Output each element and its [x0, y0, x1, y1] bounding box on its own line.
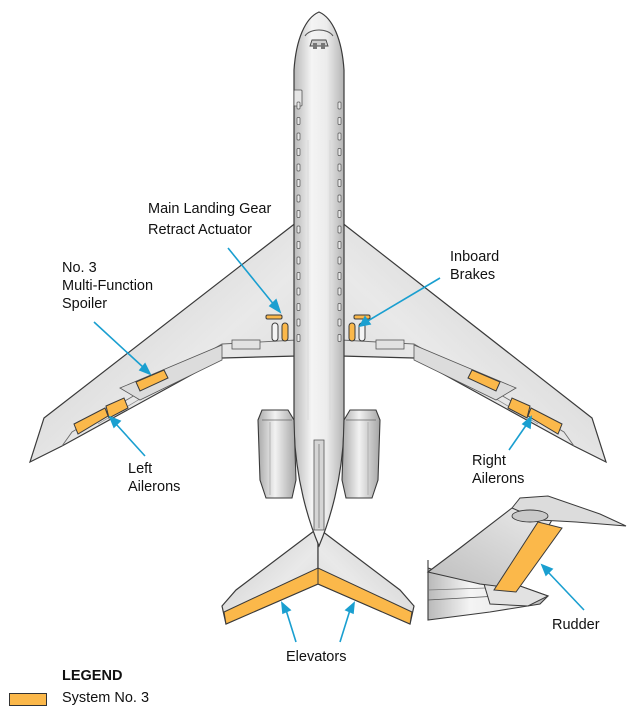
left-engine: [258, 410, 296, 498]
left-brake-inboard: [282, 323, 288, 341]
fuselage-window: [338, 257, 341, 264]
fuselage-window: [297, 304, 300, 311]
right-engine: [342, 410, 380, 498]
right-brake-inboard: [349, 323, 355, 341]
fuselage-window: [297, 335, 300, 342]
fuselage-window: [338, 133, 341, 140]
label-multi-function-spoiler: No. 3 Multi-Function Spoiler: [62, 259, 153, 313]
fuselage-window: [338, 102, 341, 109]
fuselage-window: [338, 319, 341, 326]
label-line: No. 3: [62, 259, 153, 277]
label-line: Right: [472, 452, 524, 470]
fuselage-window: [297, 102, 300, 109]
label-inboard-brakes: Inboard Brakes: [450, 248, 499, 284]
fuselage-window: [338, 211, 341, 218]
label-line: Rudder: [552, 616, 600, 634]
fuselage-window: [297, 288, 300, 295]
fuselage-window: [338, 304, 341, 311]
fuselage-window: [338, 180, 341, 187]
legend-title: LEGEND: [62, 668, 122, 684]
label-line: Inboard: [450, 248, 499, 266]
label-line: Elevators: [286, 648, 346, 666]
label-right-ailerons: Right Ailerons: [472, 452, 524, 488]
left-wing: [30, 222, 297, 462]
fuselage-window: [338, 195, 341, 202]
fuselage-window: [338, 164, 341, 171]
fuselage-window: [338, 273, 341, 280]
fuselage-window: [297, 133, 300, 140]
tail-inset: [428, 496, 626, 620]
label-line: Brakes: [450, 266, 499, 284]
fuselage-window: [297, 149, 300, 156]
label-line: Spoiler: [62, 295, 153, 313]
fuselage-window: [338, 226, 341, 233]
left-gear-actuator: [266, 315, 282, 319]
fuselage-window: [297, 273, 300, 280]
fuselage-window: [338, 288, 341, 295]
label-elevators: Elevators: [286, 648, 346, 666]
label-line: Multi-Function: [62, 277, 153, 295]
fuselage-window: [297, 118, 300, 125]
fuselage-window: [338, 118, 341, 125]
legend-swatch-system-3: [9, 693, 47, 706]
fuselage-window: [297, 319, 300, 326]
right-gear-actuator: [354, 315, 370, 319]
label-line: Ailerons: [472, 470, 524, 488]
fuselage-window: [338, 149, 341, 156]
fuselage-window: [297, 242, 300, 249]
fuselage-window: [297, 164, 300, 171]
label-left-ailerons: Left Ailerons: [128, 460, 180, 496]
label-line: Retract Actuator: [148, 221, 271, 239]
label-main-landing-gear-actuator: Main Landing Gear Retract Actuator: [148, 200, 271, 239]
fuselage: [294, 12, 344, 546]
label-line: Ailerons: [128, 478, 180, 496]
fuselage-window: [338, 335, 341, 342]
fuselage-window: [297, 180, 300, 187]
legend-label-system-3: System No. 3: [62, 690, 149, 706]
fuselage-window: [297, 211, 300, 218]
label-rudder: Rudder: [552, 616, 600, 634]
label-line: Main Landing Gear: [148, 200, 271, 218]
label-line: Left: [128, 460, 180, 478]
fuselage-window: [297, 257, 300, 264]
fuselage-window: [297, 195, 300, 202]
fuselage-window: [297, 226, 300, 233]
fuselage-window: [338, 242, 341, 249]
